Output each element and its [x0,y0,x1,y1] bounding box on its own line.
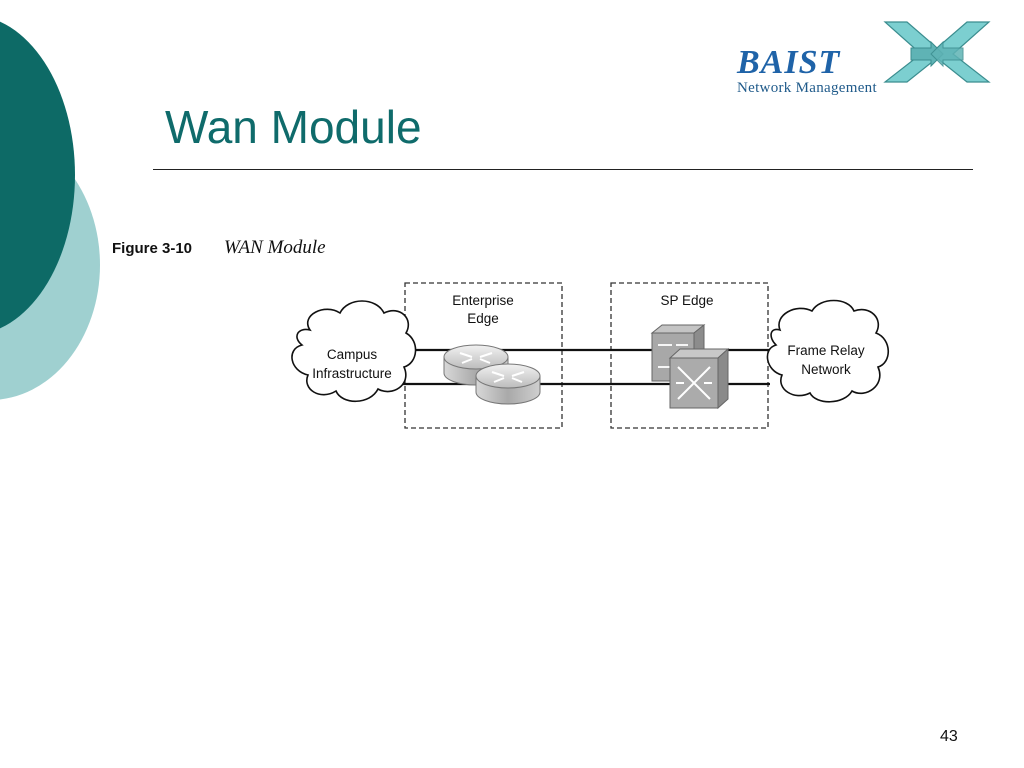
title-divider [153,169,973,170]
campus-label-line1: Campus [327,347,378,362]
switch-icon [668,347,730,410]
dark-teal-circle [0,21,75,329]
slide-decoration [0,21,100,400]
baist-arrows-icon [883,21,991,83]
frame-relay-label-line2: Network [801,362,851,377]
page-number: 43 [940,728,958,745]
enterprise-label-line1: Enterprise [452,293,514,308]
sp-edge-label: SP Edge [660,293,713,308]
wan-module-diagram: Campus Infrastructure Enterprise Edge SP… [291,282,890,429]
enterprise-label-line2: Edge [467,311,499,326]
logo-word: BAIST [737,44,841,81]
slide-title: Wan Module [165,101,422,153]
frame-relay-label-line1: Frame Relay [787,343,865,358]
figure-caption: WAN Module [224,237,326,258]
frame-relay-cloud-icon [766,299,890,403]
baist-logo: BAIST Network Management [735,18,1005,108]
logo-subtitle: Network Management [737,80,877,96]
campus-label-line2: Infrastructure [312,366,392,381]
campus-cloud-icon [291,300,417,403]
router-icon [475,363,541,405]
sp-edge-box [610,282,769,429]
figure-label: Figure 3-10 [112,240,193,257]
